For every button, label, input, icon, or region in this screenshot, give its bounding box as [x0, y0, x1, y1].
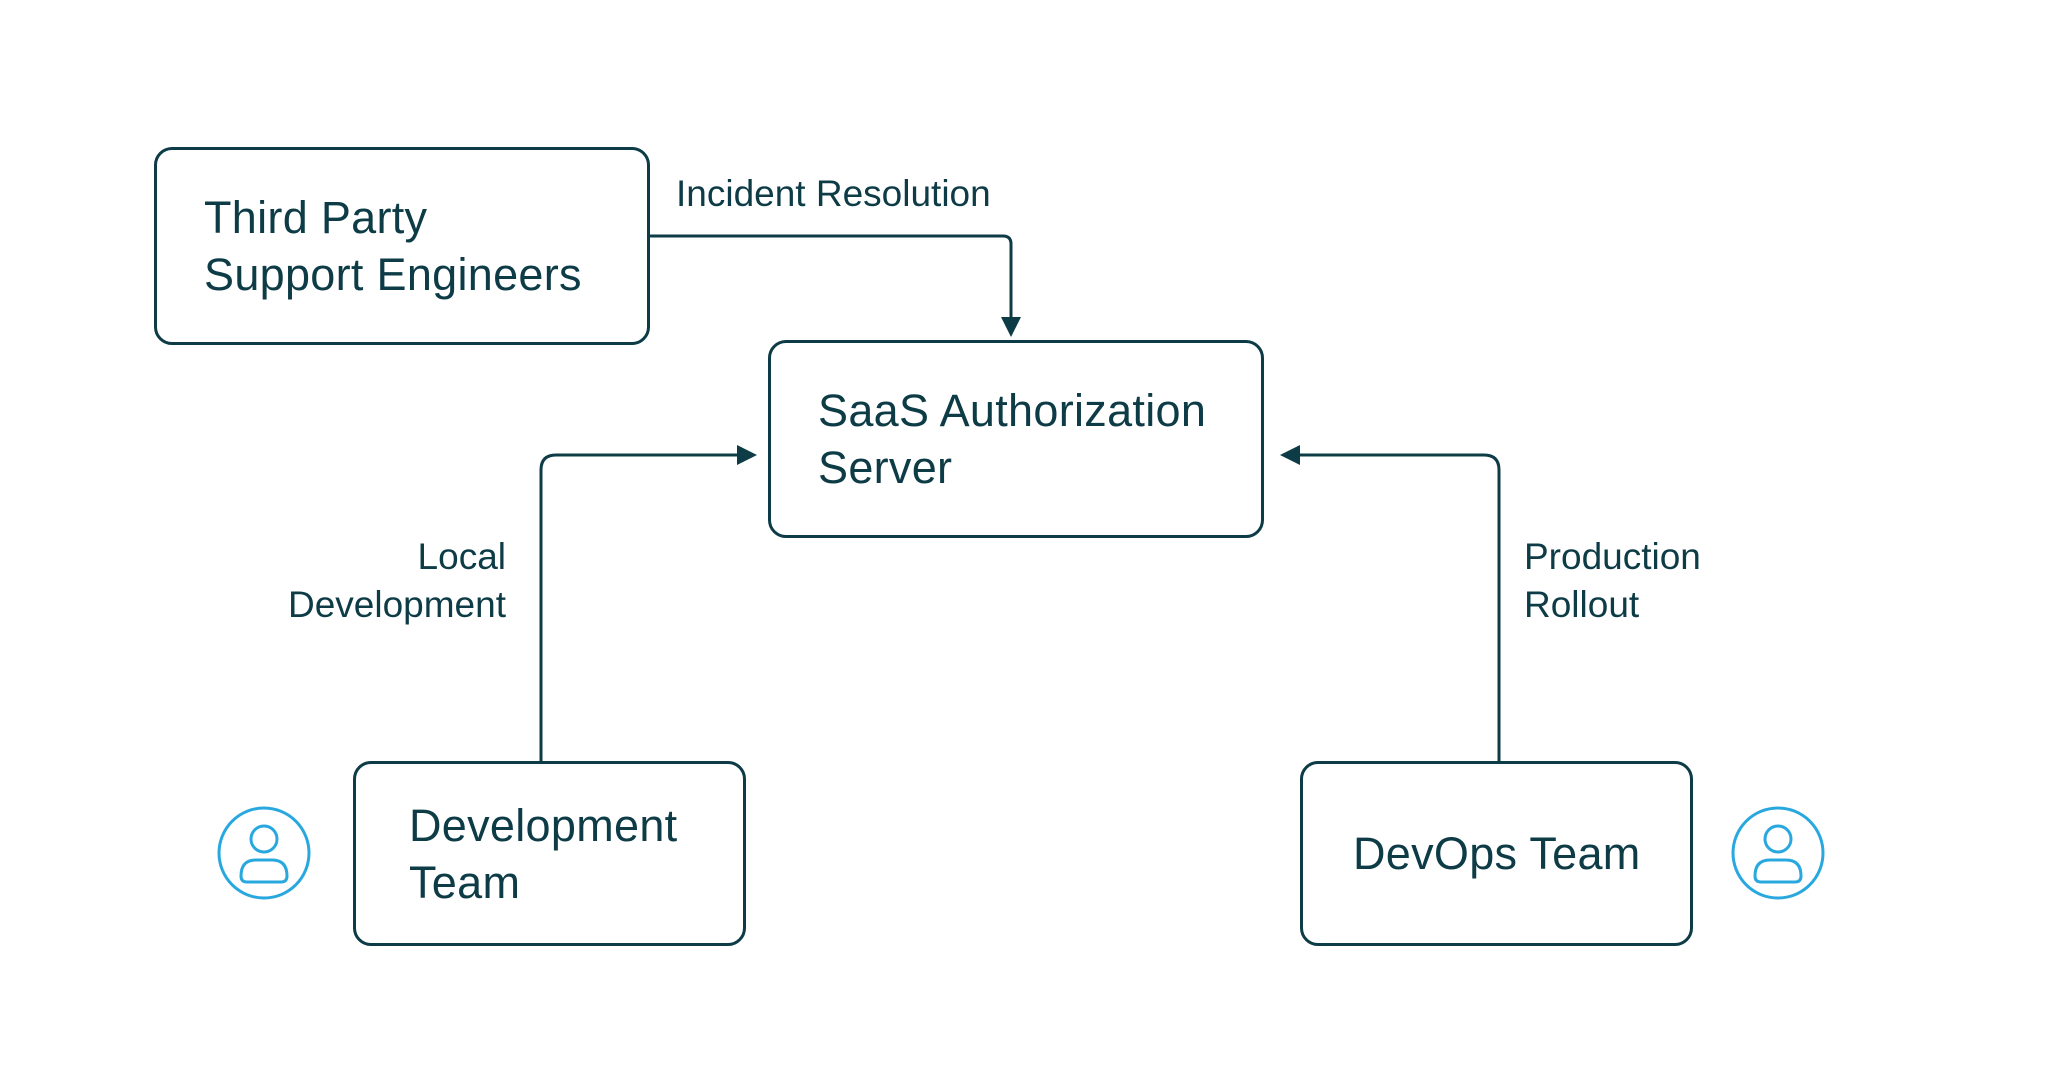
devops-team-node: DevOps Team	[1300, 761, 1693, 946]
dev-team-line-2: Team	[409, 856, 521, 908]
production-connector	[1296, 453, 1501, 761]
saas-authorization-server-node: SaaS Authorization Server	[768, 340, 1264, 538]
third-party-support-node: Third Party Support Engineers	[154, 147, 650, 345]
user-icon	[217, 806, 311, 900]
third-party-line-1: Third Party	[204, 192, 428, 243]
saas-line-2: Server	[818, 442, 953, 493]
user-icon	[1731, 806, 1825, 900]
local-label-line-1: Local	[417, 536, 506, 577]
local-connector	[539, 453, 740, 761]
production-rollout-label: Production Rollout	[1524, 533, 1701, 629]
incident-connector	[650, 234, 1013, 325]
development-team-node: Development Team	[353, 761, 746, 946]
production-label-line-2: Rollout	[1524, 584, 1640, 625]
incident-arrowhead	[1001, 317, 1021, 337]
incident-resolution-label: Incident Resolution	[676, 170, 991, 218]
incident-label-text: Incident Resolution	[676, 173, 991, 214]
devops-team-label: DevOps Team	[1353, 828, 1641, 879]
saas-line-1: SaaS Authorization	[818, 385, 1207, 436]
local-label-line-2: Development	[287, 584, 506, 625]
production-arrowhead	[1280, 445, 1300, 465]
local-development-label: Local Development	[190, 533, 506, 629]
third-party-line-2: Support Engineers	[204, 249, 582, 300]
local-arrowhead	[737, 445, 757, 465]
production-label-line-1: Production	[1524, 536, 1701, 577]
dev-team-line-1: Development	[409, 799, 678, 851]
